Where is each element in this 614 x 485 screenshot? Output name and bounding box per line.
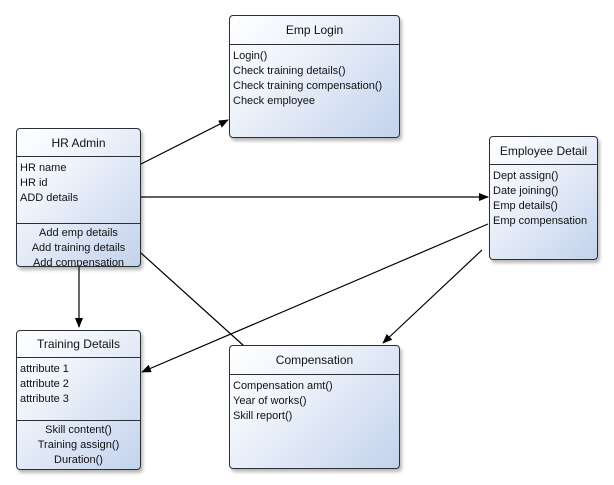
method-item: Duration() (54, 454, 103, 466)
attribute-item: attribute 1 (20, 363, 69, 375)
attributes-section: Compensation amt() Year of works() Skill… (230, 375, 399, 424)
methods-section: Add emp details Add training details Add… (17, 223, 140, 267)
class-box-emp-login[interactable]: Emp Login Login() Check training details… (229, 15, 400, 138)
attribute-item: Emp compensation (493, 215, 588, 227)
attributes-section: attribute 1 attribute 2 attribute 3 (17, 358, 140, 420)
class-title: Emp Login (230, 16, 399, 45)
attribute-item: attribute 2 (20, 378, 69, 390)
attribute-item: Year of works() (233, 395, 307, 407)
attribute-item: Check training compensation() (233, 80, 383, 92)
class-title: Employee Detail (490, 137, 597, 165)
connector-employee-detail-to-training-details (141, 223, 489, 373)
connector-hr-admin-to-emp-login (140, 119, 229, 165)
class-box-employee-detail[interactable]: Employee Detail Dept assign() Date joini… (489, 136, 598, 260)
method-item: Add training details (31, 242, 126, 254)
methods-section: Skill content() Training assign() Durati… (17, 420, 140, 468)
class-box-training-details[interactable]: Training Details attribute 1 attribute 2… (16, 330, 141, 470)
attribute-item: HR name (20, 162, 67, 174)
class-title: HR Admin (17, 129, 140, 157)
attribute-item: Skill report() (233, 410, 293, 422)
attribute-item: Emp details() (493, 200, 558, 212)
attribute-item: HR id (20, 177, 48, 189)
connector-employee-detail-to-compensation (382, 249, 483, 344)
attribute-item: ADD details (20, 192, 79, 204)
method-item: Skill content() (45, 424, 112, 436)
attribute-item: Check training details() (233, 65, 346, 77)
attribute-item: Date joining() (493, 185, 559, 197)
attributes-section: HR name HR id ADD details (17, 157, 140, 223)
attributes-section: Login() Check training details() Check t… (230, 45, 399, 109)
method-item: Training assign() (37, 439, 120, 451)
attribute-item: Check employee (233, 95, 315, 107)
class-box-compensation[interactable]: Compensation Compensation amt() Year of … (229, 345, 400, 469)
class-box-hr-admin[interactable]: HR Admin HR name HR id ADD details Add e… (16, 128, 141, 267)
attribute-item: Login() (233, 50, 268, 62)
attributes-section: Dept assign() Date joining() Emp details… (490, 165, 597, 229)
method-item: Add compensation (32, 257, 125, 267)
attribute-item: Compensation amt() (233, 380, 333, 392)
attribute-item: Dept assign() (493, 170, 559, 182)
class-title: Compensation (230, 346, 399, 375)
attribute-item: attribute 3 (20, 393, 69, 405)
connector-hr-admin-to-compensation (140, 252, 245, 347)
method-item: Add emp details (39, 227, 118, 239)
class-title: Training Details (17, 331, 140, 358)
